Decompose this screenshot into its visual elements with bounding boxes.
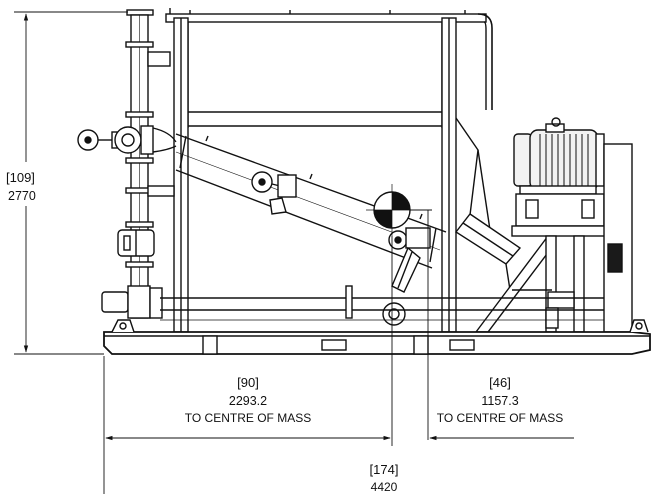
skid-base [103,319,651,355]
lower-rails [160,285,604,321]
com-right-note: TO CENTRE OF MASS [437,411,563,425]
com-right-inch: [46] [489,375,511,390]
left-pipe-column [77,9,177,319]
machine-outline [77,8,651,355]
com-right-mm: 1157.3 [481,394,518,408]
height-dim-inch: [109] [6,170,35,185]
com-left-note: TO CENTRE OF MASS [185,411,311,425]
com-left-mm: 2293.2 [229,394,267,408]
discharge-chute [454,213,522,291]
frame-posts [173,17,457,333]
dimension-lines [14,11,574,494]
inclined-screw-conveyor [175,133,447,326]
motor-assembly [474,117,633,333]
length-dim-mm: 4420 [371,480,398,494]
centre-of-mass-symbol [366,184,418,236]
com-left-inch: [90] [237,375,259,390]
height-dim-mm: 2770 [8,189,36,203]
dimension-labels: [109] 2770 [90] 2293.2 TO CENTRE OF MASS… [6,170,563,494]
length-dim-inch: [174] [370,462,399,477]
